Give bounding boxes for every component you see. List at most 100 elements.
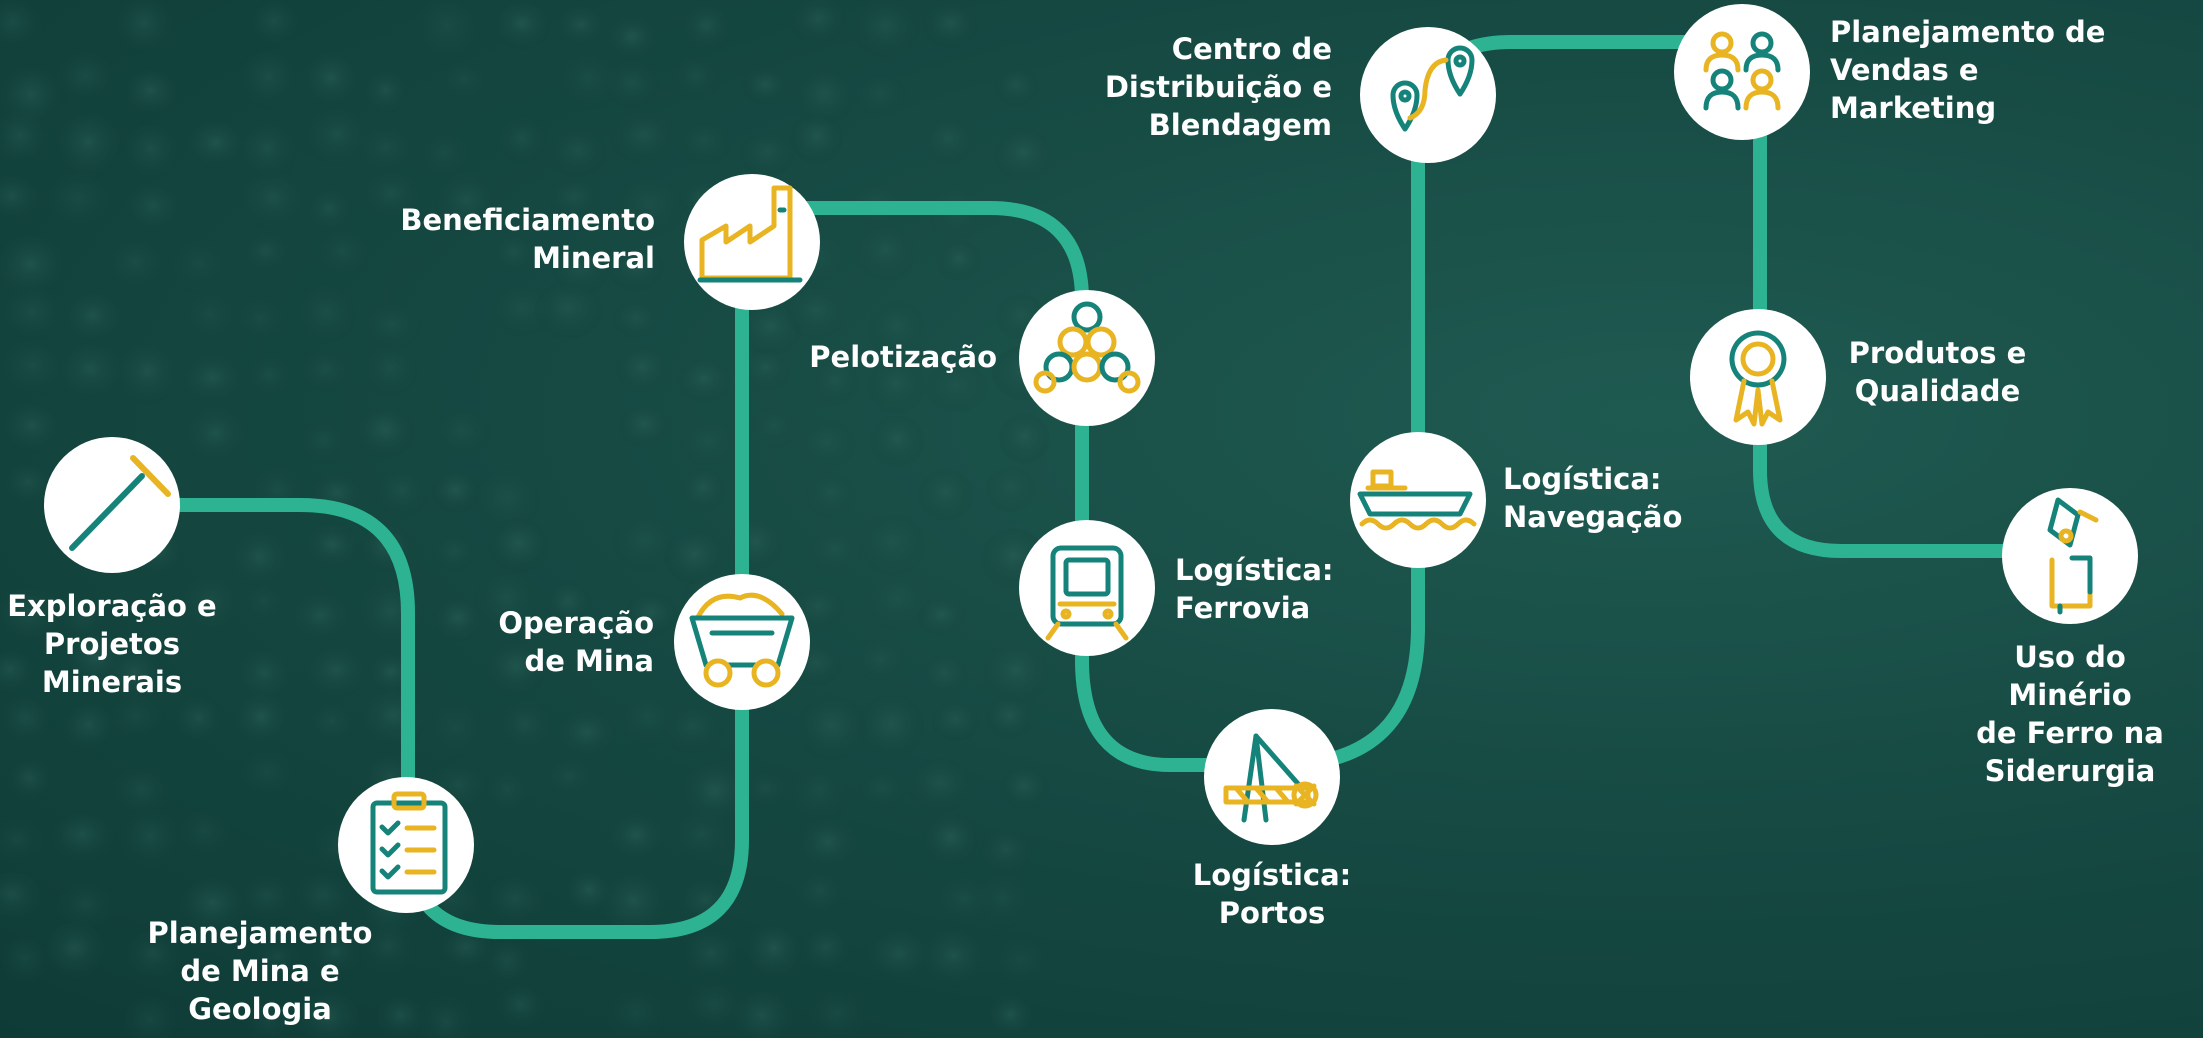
pellet-shape	[304, 108, 370, 166]
label-beneficiamento: Beneficiamento Mineral	[400, 203, 655, 275]
pellet-shape	[545, 757, 594, 799]
pellet-shape	[797, 696, 866, 761]
pellet-shape	[606, 989, 667, 1038]
pellet-shape	[740, 348, 791, 390]
pellet-texture	[0, 0, 1060, 1038]
pellet-shape	[314, 229, 371, 279]
pellet-shape	[484, 641, 547, 696]
pellet-shape	[290, 593, 351, 643]
pellet-shape	[51, 812, 114, 862]
pellet-shape	[186, 120, 246, 169]
pellet-shape	[985, 466, 1036, 513]
pellet-shape	[743, 771, 788, 810]
pellet-shape	[793, 67, 855, 126]
pellet-shape	[610, 110, 677, 165]
pellet-shape	[237, 122, 298, 180]
pellet-shape	[0, 587, 63, 643]
pellet-shape	[608, 813, 665, 862]
pellet-shape	[599, 871, 668, 937]
pellet-shape	[857, 769, 907, 810]
pellet-shape	[923, 813, 979, 867]
ship-icon	[1357, 469, 1477, 531]
pellet-shape	[809, 990, 865, 1038]
pellet-shape	[490, 233, 538, 275]
port-crane-icon	[1223, 733, 1319, 823]
pellet-shape	[985, 695, 1033, 739]
pellet-shape	[0, 175, 40, 221]
pellet-shape	[801, 926, 851, 973]
pellet-shape	[855, 640, 907, 683]
pellet-shape	[556, 52, 621, 110]
pellet-shape	[55, 52, 115, 105]
pellet-shape	[296, 285, 356, 344]
pellet-shape	[114, 0, 173, 54]
label-produtos: Produtos e Qualidade	[1848, 336, 2027, 408]
pellet-shape	[0, 110, 49, 167]
stage-node-distribuicao	[1360, 27, 1496, 163]
pellet-shape	[240, 751, 295, 797]
pellet-shape	[45, 172, 113, 231]
pellet-shape	[664, 529, 726, 584]
pellet-shape	[608, 244, 664, 292]
stage-node-beneficiamento	[684, 174, 820, 310]
pellet-shape	[931, 701, 980, 742]
pellet-shape	[229, 531, 290, 588]
clipboard-checklist-icon	[370, 791, 448, 895]
pellets-icon	[1033, 301, 1141, 394]
pellet-shape	[361, 302, 422, 352]
pellet-shape	[179, 878, 246, 934]
pellet-shape	[0, 819, 44, 865]
pellet-shape	[304, 646, 368, 699]
pellet-shape	[115, 343, 180, 405]
pellet-shape	[547, 177, 601, 221]
train-icon	[1045, 545, 1129, 641]
label-planejamento-mina: Planejamento de Mina e Geologia	[147, 916, 373, 1026]
pellet-shape	[992, 938, 1049, 987]
pellet-shape	[683, 930, 739, 981]
pellet-shape	[232, 692, 290, 747]
pellet-shape	[361, 171, 421, 221]
pellet-shape	[418, 996, 474, 1038]
pellet-shape	[7, 758, 53, 802]
pellet-shape	[810, 358, 860, 406]
pellet-shape	[431, 534, 477, 572]
pellet-shape	[239, 875, 295, 922]
stage-node-produtos	[1690, 309, 1826, 445]
pellet-shape	[484, 940, 531, 987]
pellet-shape	[979, 828, 1033, 876]
pellet-shape	[181, 290, 240, 344]
pellet-shape	[359, 922, 416, 974]
pellet-shape	[435, 172, 498, 234]
pellet-shape	[236, 649, 293, 703]
pellet-shape	[662, 703, 724, 755]
pellet-shape	[498, 700, 553, 754]
pellet-shape	[982, 642, 1050, 705]
pellet-shape	[624, 592, 678, 638]
pellet-shape	[3, 463, 53, 506]
pellet-shape	[917, 468, 974, 521]
pellet-shape	[866, 929, 932, 983]
label-navegacao: Logística: Navegação	[1503, 462, 1683, 534]
pellet-shape	[484, 768, 531, 815]
pellet-shape	[671, 809, 733, 864]
pellet-shape	[62, 291, 124, 345]
pickaxe-icon	[69, 455, 171, 551]
pellet-shape	[854, 224, 917, 281]
pellet-shape	[739, 131, 795, 177]
pellet-shape	[311, 932, 360, 975]
pellet-shape	[170, 238, 229, 294]
pellet-shape	[62, 702, 115, 752]
pellet-shape	[107, 694, 164, 742]
pellet-shape	[0, 695, 51, 746]
pellet-shape	[440, 928, 493, 971]
pellet-shape	[413, 0, 481, 63]
label-pelotizacao: Pelotização	[809, 340, 997, 374]
pellet-shape	[242, 233, 290, 274]
pellet-shape	[0, 872, 42, 922]
pellet-shape	[488, 517, 549, 574]
pellet-shape	[309, 703, 354, 744]
pellet-shape	[548, 128, 607, 177]
pellet-shape	[175, 697, 223, 743]
pellet-shape	[603, 61, 660, 109]
stage-node-portos	[1204, 709, 1340, 845]
